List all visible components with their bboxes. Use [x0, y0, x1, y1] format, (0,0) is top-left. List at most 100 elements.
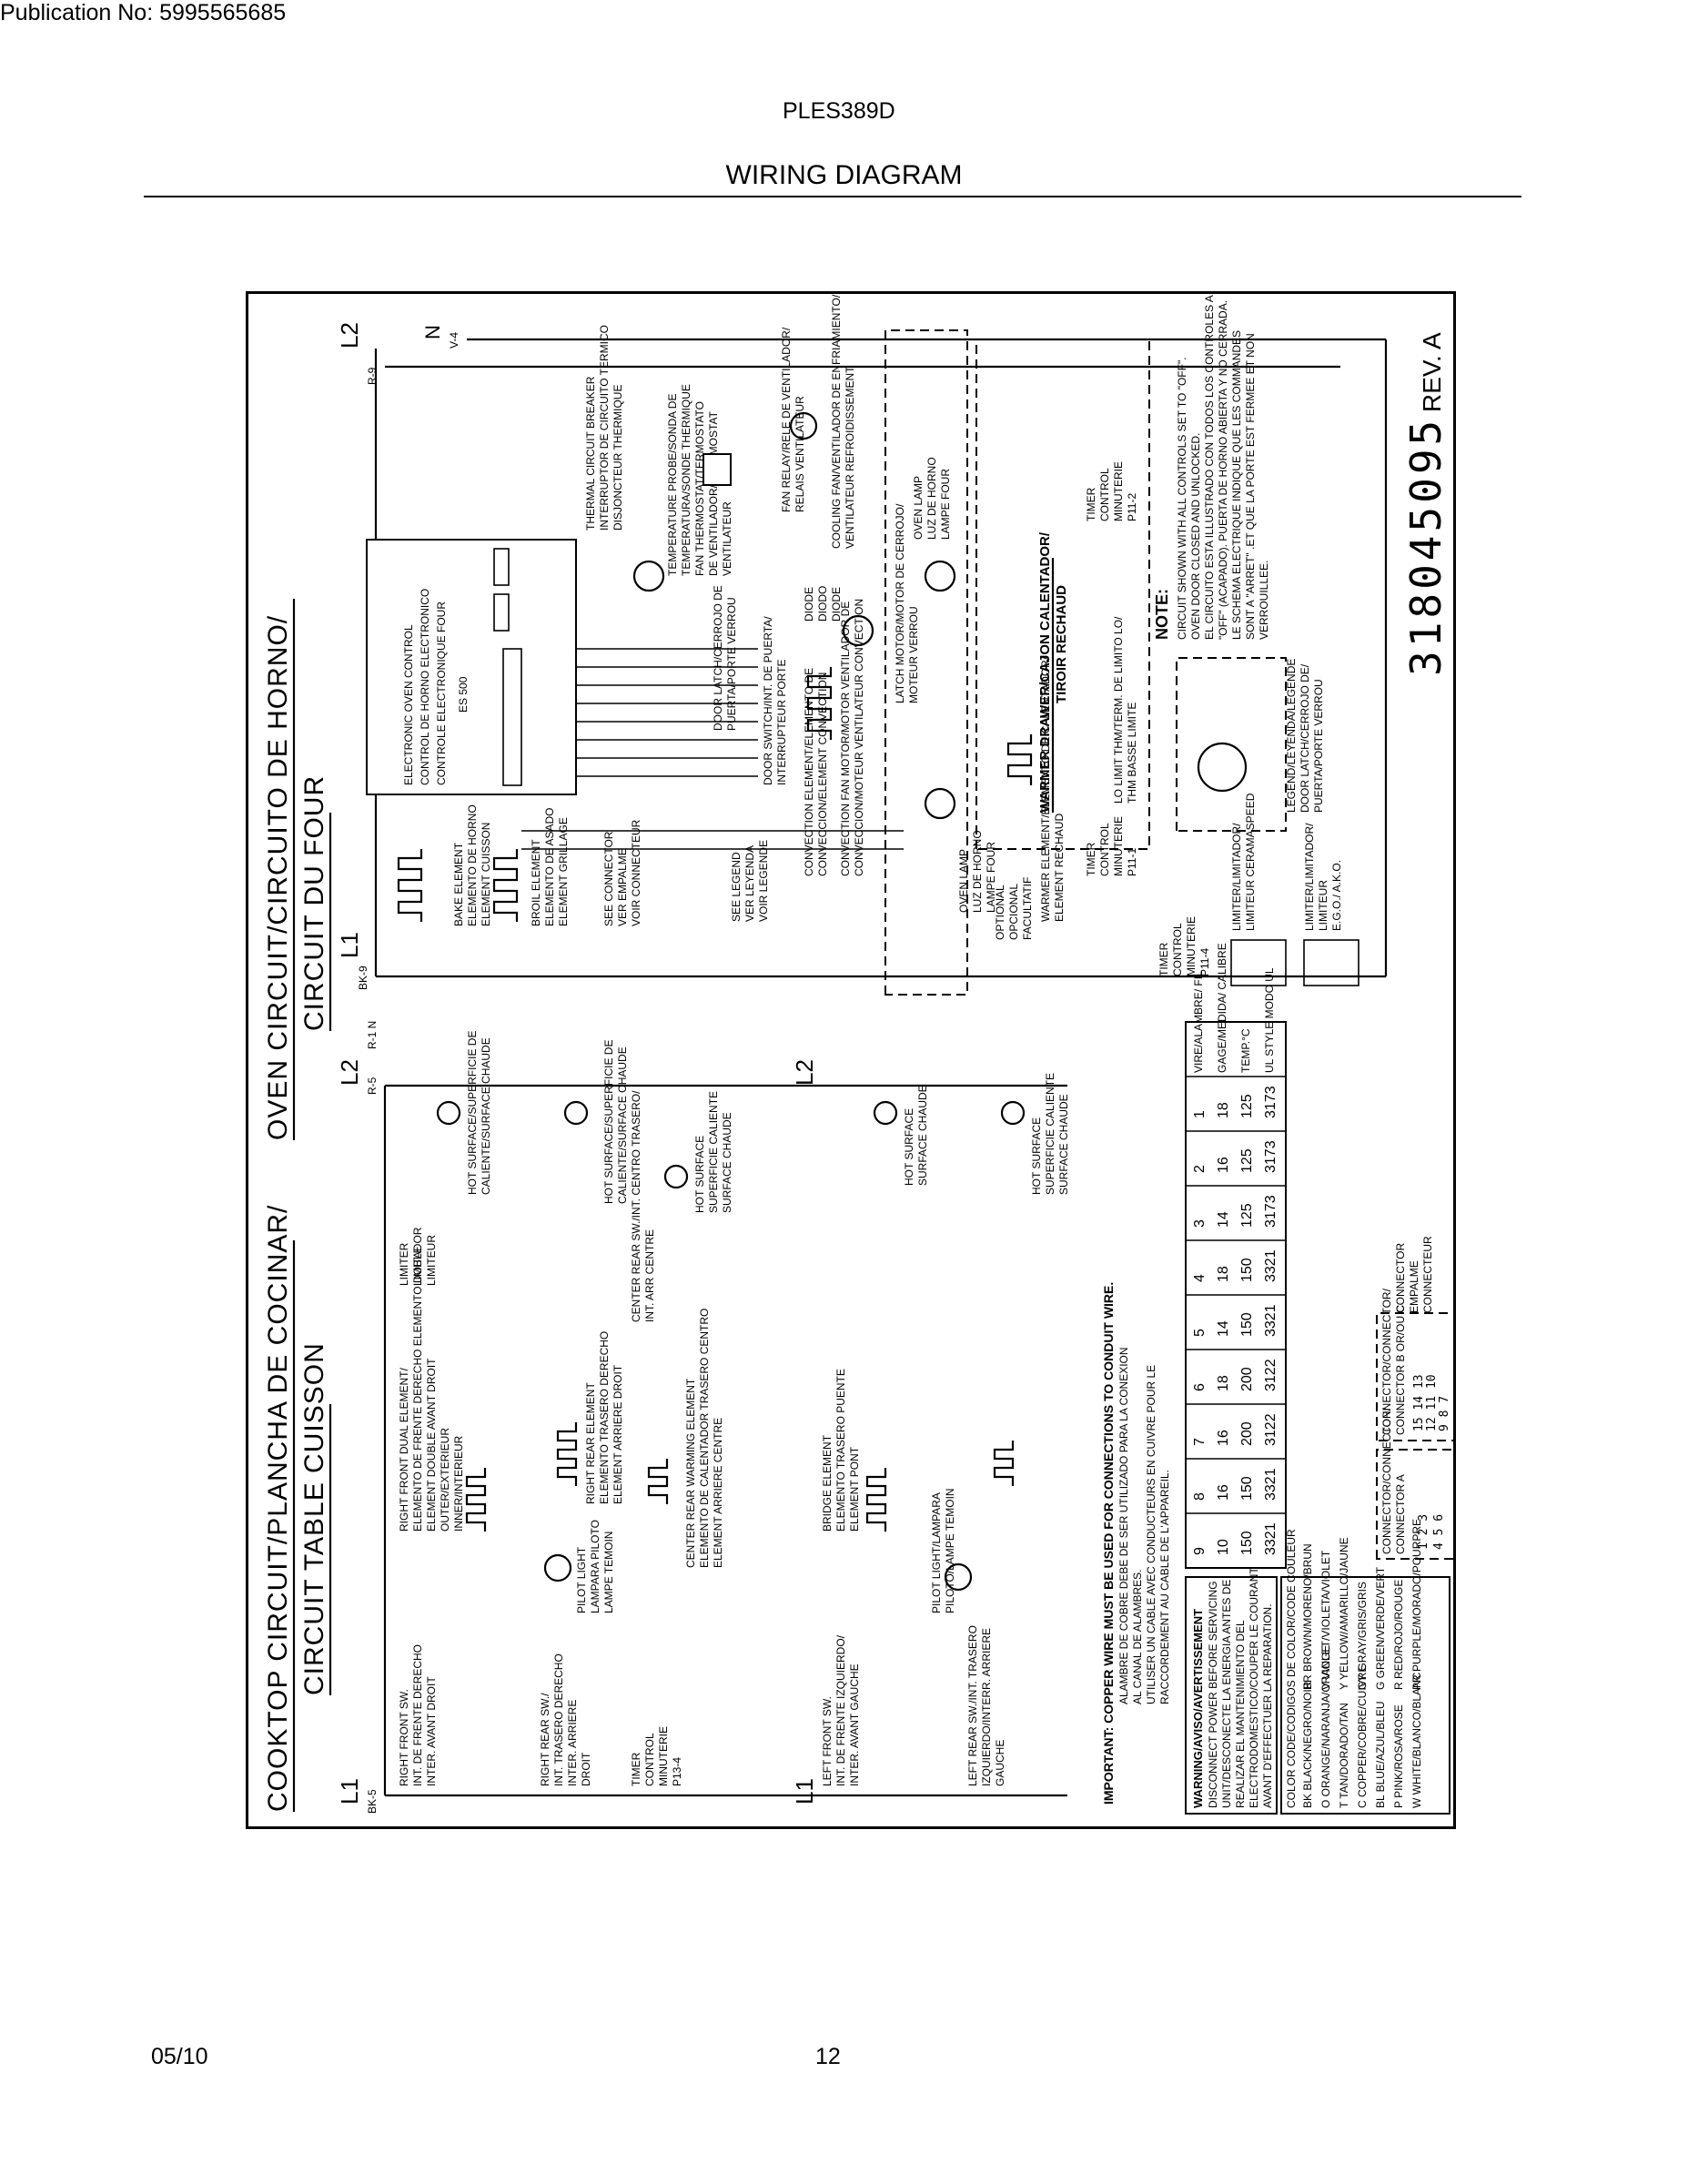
- wire-spec-cell: 125: [1239, 1203, 1255, 1228]
- model-number: PLES389D: [783, 98, 895, 124]
- connector-a-box: [1376, 1449, 1453, 1560]
- svg-text:INTER. ARRIERE: INTER. ARRIERE: [566, 1700, 579, 1786]
- see-connector-1: SEE CONNECTOR: [602, 831, 615, 926]
- terminal-l1-oven: L1: [336, 932, 363, 958]
- svg-text:WARNING/AVISO/AVERTISSEMENT: WARNING/AVISO/AVERTISSEMENT: [1191, 1609, 1205, 1808]
- oven-control-label-2: CONTROL DE HORNO ELECTRONICO: [419, 589, 431, 785]
- connector-a-label-1: CONNECTOR/CONNECTOR/: [1380, 1407, 1393, 1554]
- color-code-entry: O ORANGE/NARANJA/ORANGE: [1319, 1645, 1332, 1808]
- bake-element-label-1: BAKE ELEMENT: [452, 842, 465, 926]
- wire-spec-cell: 4: [1192, 1274, 1208, 1282]
- broil-element-label-2: ELEMENTO DE ASADO: [543, 808, 556, 926]
- door-latch-label-2: PUERTA/PORTE VERROU: [725, 597, 738, 731]
- svg-text:TIMER: TIMER: [1085, 842, 1097, 876]
- wire-spec-cell: 3173: [1263, 1195, 1279, 1228]
- legend-latch-3: PUERTA/PORTE VERROU: [1312, 679, 1325, 813]
- wire-bk9: BK-9: [357, 966, 369, 990]
- svg-text:CONTROL: CONTROL: [1098, 823, 1111, 876]
- wire-spec-cell: 7: [1192, 1438, 1208, 1446]
- cooling-fan-icon: [789, 411, 818, 440]
- thermal-breaker-label-1: THERMAL CIRCUIT BREAKER: [584, 376, 597, 531]
- wire-spec-cell: 125: [1239, 1148, 1255, 1173]
- broil-element-label-3: ELEMENT GRILLAGE: [557, 817, 570, 926]
- svg-text:OVEN DOOR CLOSED AND UNLOCKED.: OVEN DOOR CLOSED AND UNLOCKED.: [1189, 433, 1202, 640]
- svg-text:ELECTRODOMESTICO/COUPER LE COU: ELECTRODOMESTICO/COUPER LE COURANT: [1248, 1567, 1260, 1808]
- color-code-heading: COLOR CODE/CODIGOS DE COLOR/CODE COULEUR: [1285, 1529, 1298, 1808]
- hot-surface-4-icon: [873, 1100, 898, 1126]
- oven-lamp-1-label-2: LUZ DE HORNO: [925, 457, 938, 540]
- connector-a-label-2: CONNECTOR A: [1394, 1474, 1407, 1554]
- svg-text:HOT SURFACE: HOT SURFACE: [693, 1136, 706, 1213]
- right-front-element-symbol: [465, 1468, 487, 1532]
- connector-head-1: CONNECTOR: [1394, 1243, 1407, 1313]
- wire-spec-cell: 14: [1216, 1320, 1231, 1337]
- svg-text:PILOT LIGHT/LAMPARA: PILOT LIGHT/LAMPARA: [930, 1492, 943, 1613]
- svg-text:ELEMENT DOUBLE AVANT DROIT: ELEMENT DOUBLE AVANT DROIT: [425, 1358, 438, 1532]
- oven-lamp-1-label-3: LAMPE FOUR: [939, 469, 952, 540]
- wire-spec-cell: 1: [1192, 1110, 1208, 1118]
- hot-surface-5: HOT SURFACE SUPERFICIE CALIENTE SURFACE …: [1030, 1073, 1070, 1195]
- oven-lamp-2-label-2: LUZ DE HORNO: [971, 830, 984, 913]
- oven-lamp-1-icon: [924, 560, 956, 592]
- hot-surface-5-icon: [1000, 1100, 1026, 1126]
- broil-element-label-1: BROIL ELEMENT: [530, 839, 542, 926]
- optional-boundary: [884, 329, 968, 996]
- convection-fan-label-1: CONVECTION FAN MOTOR/MOTOR VENTILADOR DE: [839, 602, 852, 876]
- wire-spec-cell: 2: [1192, 1165, 1208, 1173]
- svg-text:CONTROL: CONTROL: [1098, 468, 1111, 521]
- color-code-entry: PR PURPLE/MORADO/POURPRE: [1410, 1519, 1423, 1690]
- bridge-element: BRIDGE ELEMENT ELEMENTO TRASERO PUENTE E…: [821, 1369, 861, 1532]
- lo-limit-label-2: THM BASSE LIMITE: [1126, 703, 1138, 804]
- connector-b-label-1: CONNECTOR/CONNECTOR/: [1380, 1288, 1393, 1435]
- svg-text:INT. ARR CENTRE: INT. ARR CENTRE: [643, 1229, 656, 1322]
- color-code-entry: V VIOLET/VIOLETA/VIOLET: [1319, 1550, 1332, 1690]
- color-code-entry: W WHITE/BLANCO/BLANC: [1410, 1672, 1423, 1808]
- terminal-l2-left: L2: [791, 1059, 818, 1086]
- wire-spec-cell: 5: [1192, 1329, 1208, 1337]
- svg-text:TIMER: TIMER: [1085, 487, 1097, 521]
- svg-text:BRIDGE ELEMENT: BRIDGE ELEMENT: [821, 1434, 834, 1532]
- svg-text:HOT SURFACE: HOT SURFACE: [903, 1108, 915, 1186]
- limiter-2-label-3: E.G.O./ A.K.O.: [1330, 860, 1343, 931]
- connector-b-box: [1376, 1312, 1453, 1441]
- wire-spec-cell: 18: [1216, 1375, 1231, 1391]
- wire-r5-cooktop: R-5: [366, 1077, 379, 1095]
- wire-spec-cell: 3122: [1263, 1359, 1279, 1391]
- color-code-entry: P PINK/ROSA/ROSE: [1392, 1704, 1405, 1808]
- cooktop-circuit-subtitle: CIRCUIT TABLE CUISSON: [299, 1342, 329, 1695]
- note-title: NOTE:: [1153, 589, 1171, 640]
- convection-element-label-2: CONVECCION/ELEMENT CONVECTION: [816, 672, 829, 876]
- footer-date: 05/10: [151, 2044, 208, 2069]
- svg-text:INT. DE FRENTE IZQUIERDO/: INT. DE FRENTE IZQUIERDO/: [834, 1634, 847, 1786]
- wire-r1n: R-1 N: [366, 1021, 379, 1049]
- svg-text:ELEMENT PONT: ELEMENT PONT: [848, 1446, 861, 1532]
- svg-text:OUTER/EXTERIEUR: OUTER/EXTERIEUR: [439, 1428, 451, 1532]
- svg-text:UTILISER UN CABLE AVEC CONDUCT: UTILISER UN CABLE AVEC CONDUCTEURS EN CU…: [1145, 1365, 1157, 1704]
- svg-text:P11-4: P11-4: [1198, 948, 1211, 976]
- footer-page-number: 12: [815, 2044, 841, 2069]
- limiter-1-label-2: LIMITEUR CERAMASPEED: [1244, 793, 1257, 931]
- warmer-boundary: [975, 339, 1150, 850]
- temp-probe-label-1: TEMPERATURE PROBE/SONDA DE: [666, 394, 679, 576]
- wire-spec-cell: 200: [1239, 1421, 1255, 1446]
- svg-text:MINUTERIE: MINUTERIE: [1112, 816, 1125, 876]
- pilot-light-2: PILOT LIGHT/LAMPARA PILOTO/LAMPE TEMOIN: [930, 1488, 956, 1613]
- oven-control-box: [366, 539, 577, 795]
- wire-spec-cell: 3173: [1263, 1086, 1279, 1118]
- svg-text:ELEMENTO TRASERO PUENTE: ELEMENTO TRASERO PUENTE: [834, 1369, 847, 1532]
- cooling-fan-label-2: VENTILATEUR REFROIDISSEMENT: [844, 366, 856, 549]
- oven-control-label-4: ES 500: [457, 676, 470, 713]
- note-text: CIRCUIT SHOWN WITH ALL CONTROLS SET TO "…: [1176, 295, 1270, 640]
- important-note: IMPORTANT: COPPER WIRE MUST BE USED FOR …: [1101, 1282, 1171, 1805]
- svg-text:MINUTERIE: MINUTERIE: [1185, 916, 1198, 976]
- svg-text:4 5 6: 4 5 6: [1432, 1514, 1446, 1550]
- convection-element-symbol: [806, 667, 833, 740]
- wire-spec-column-label: TEMP.°C: [1239, 1028, 1252, 1073]
- color-code-entry: GY GRAY/GRIS/GRIS: [1356, 1582, 1369, 1690]
- wire-bk5-cooktop: BK-5: [366, 1789, 379, 1814]
- svg-text:ELEMENTO TRASERO DERECHO: ELEMENTO TRASERO DERECHO: [598, 1331, 611, 1504]
- timer-2: TIMER CONTROL MINUTERIE P11-2: [1085, 461, 1138, 521]
- svg-text:ELEMENT ARRIERE DROIT: ELEMENT ARRIERE DROIT: [612, 1364, 624, 1504]
- bake-element-symbol: [397, 849, 423, 922]
